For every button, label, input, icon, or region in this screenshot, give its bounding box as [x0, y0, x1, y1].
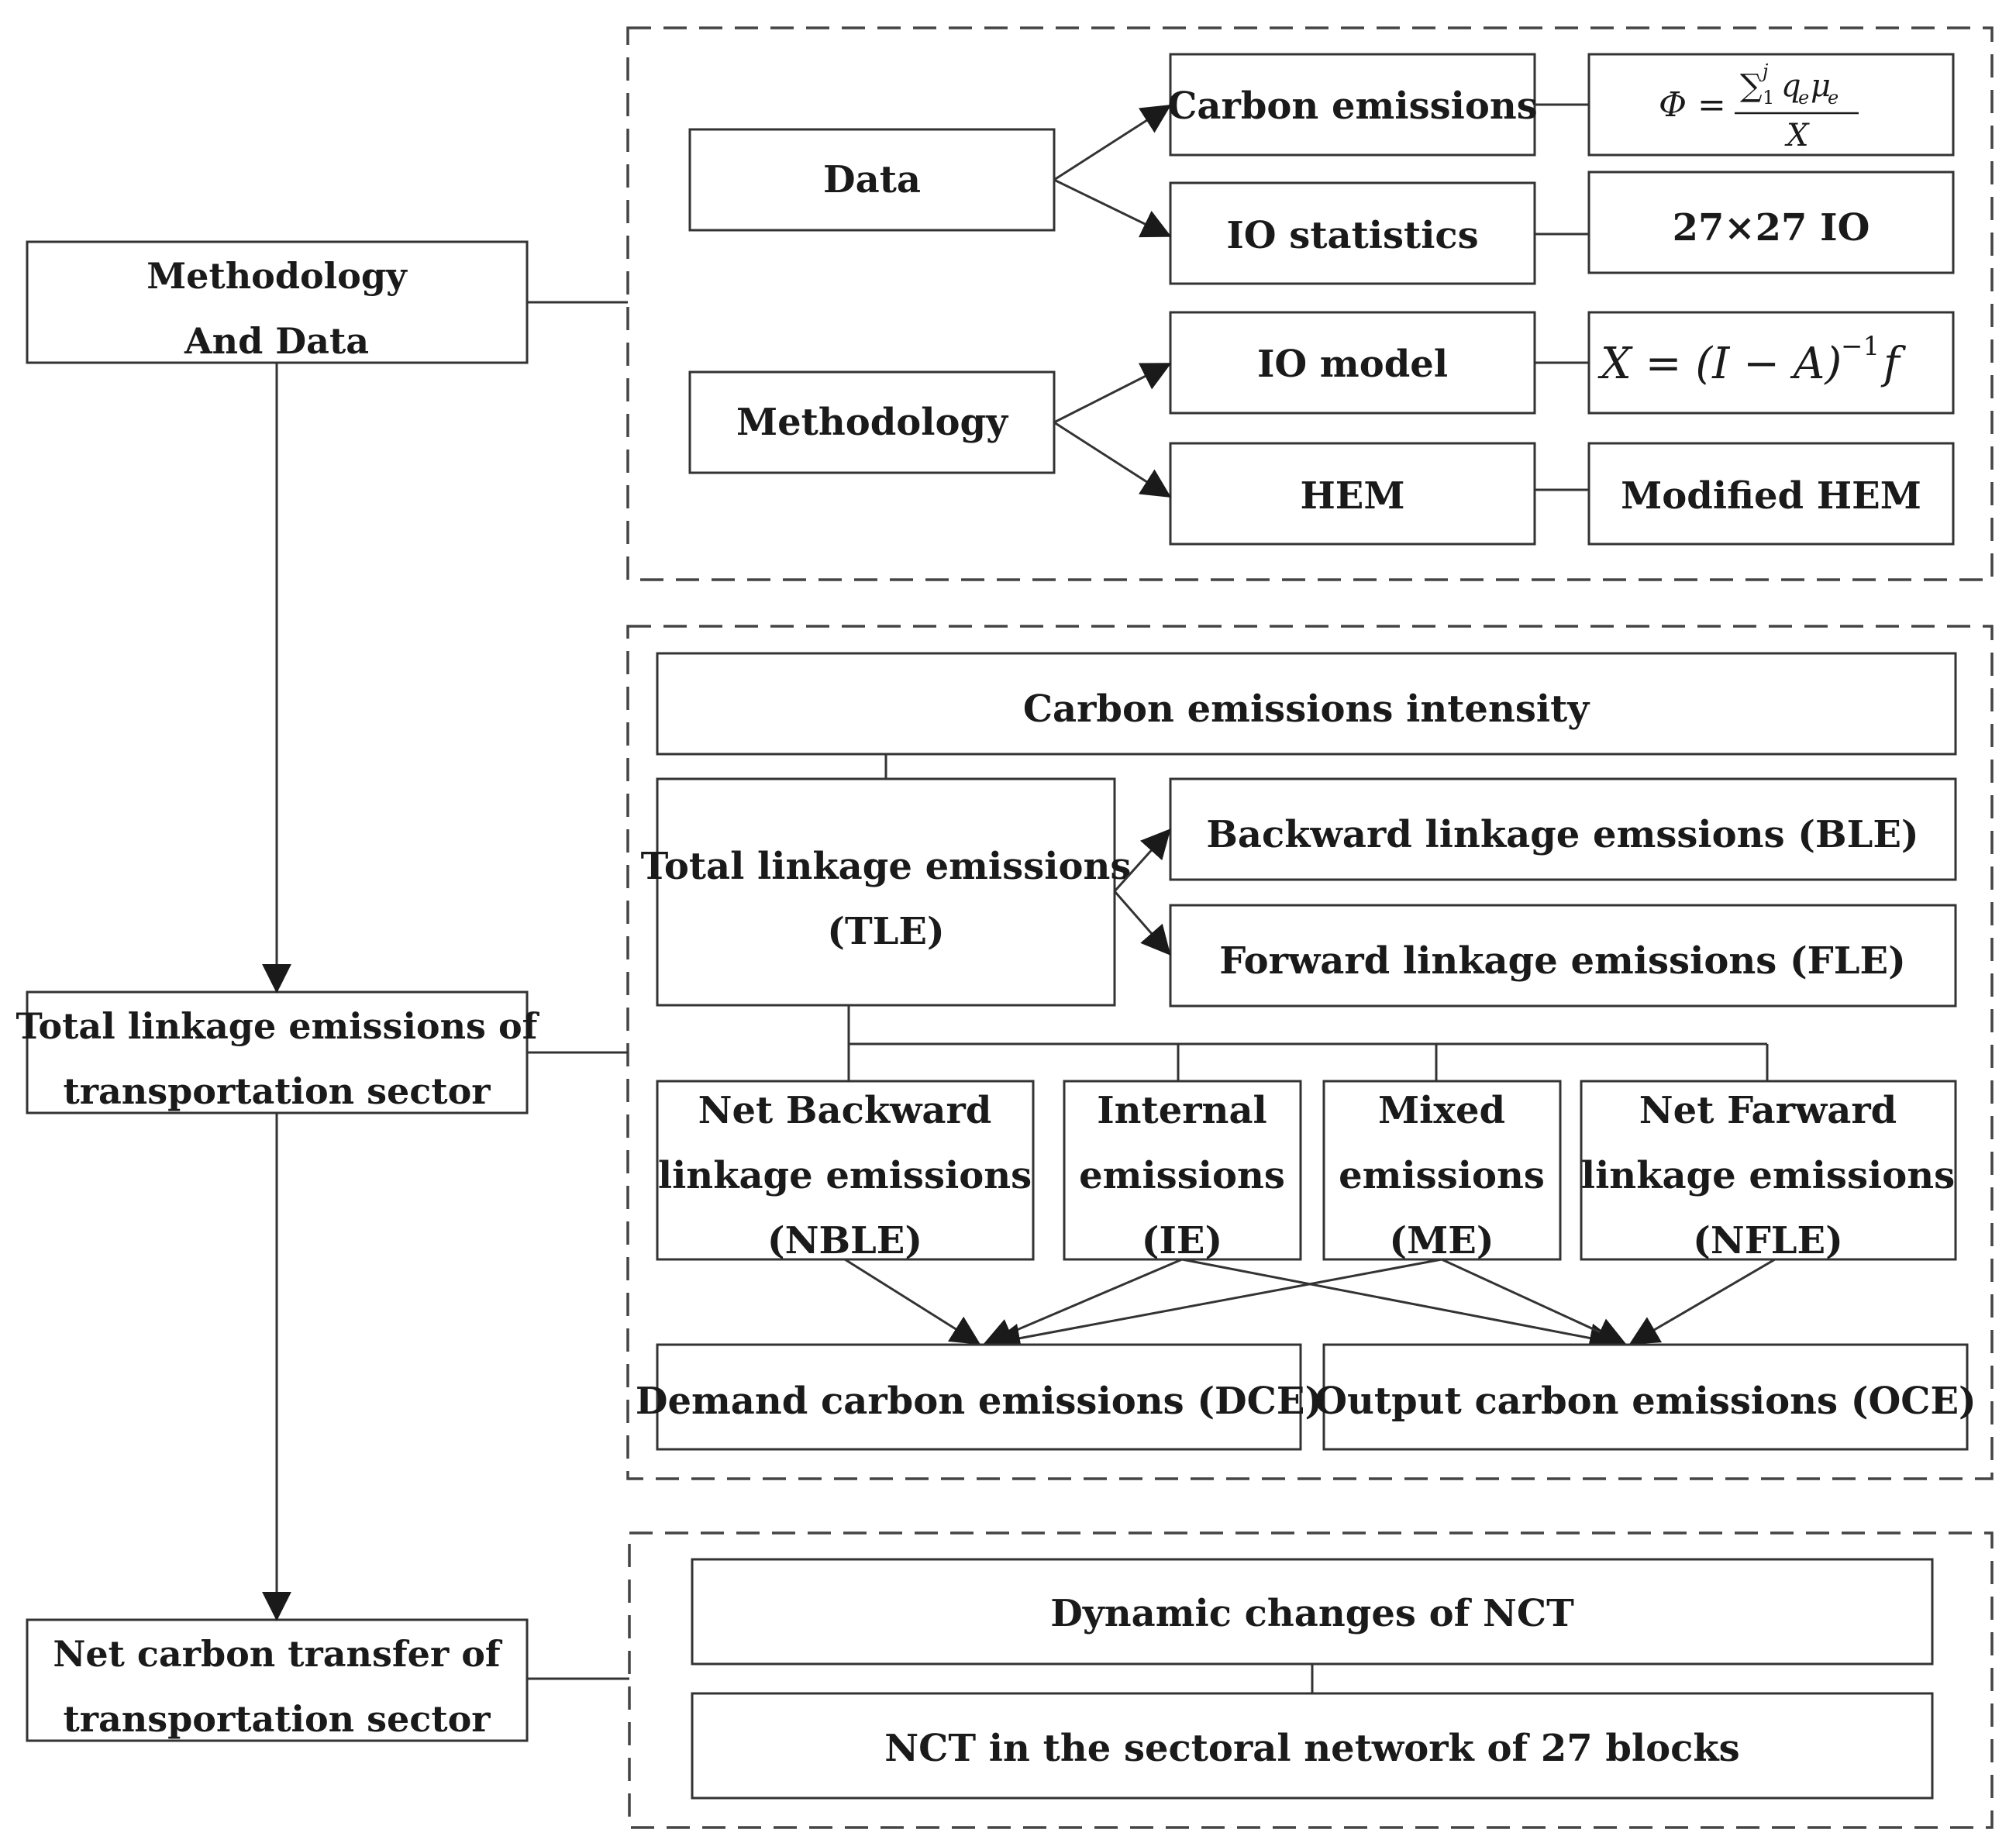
nfle-line2: linkage emissions: [1581, 1154, 1955, 1197]
nfle-line1: Net Farward: [1639, 1089, 1897, 1132]
methodology-data-panel: [626, 26, 1994, 581]
io-model-box: [1169, 311, 1536, 415]
net-carbon-transfer-panel: [628, 1531, 1994, 1829]
formula-phi-mu-sub: e: [1828, 87, 1839, 109]
dce-box: [656, 1343, 1302, 1451]
fle-box: [1169, 904, 1957, 1008]
nble-line1: Net Backward: [698, 1089, 992, 1132]
arrow-tle-to-fle: [1113, 890, 1171, 956]
formula-phi-lhs: Φ =: [1659, 85, 1726, 125]
formula-x-sup: −1: [1841, 331, 1880, 362]
carbon-emissions-box: [1169, 53, 1536, 157]
ie-line3: (IE): [1142, 1219, 1222, 1263]
formula-x-expr: X = (I − A): [1597, 339, 1842, 389]
arrow-data-to-carbon: [1053, 104, 1172, 181]
total-linkage-transport-line2: transportation sector: [64, 1070, 491, 1112]
tle-line1: Total linkage emissions: [641, 845, 1132, 888]
sectoral-network-label: NCT in the sectoral network of 27 blocks: [884, 1727, 1739, 1770]
methodology-label: Methodology: [736, 401, 1009, 444]
modified-hem-box: [1587, 442, 1955, 546]
carbon-emissions-label: Carbon emissions: [1167, 84, 1538, 128]
formula-phi: Φ = ∑ 1 j q e μ e X: [1659, 60, 1859, 153]
tle-line2: (TLE): [827, 910, 944, 953]
io-model-label: IO model: [1257, 343, 1448, 386]
methodology-and-data-box: [26, 240, 529, 364]
io-statistics-label: IO statistics: [1226, 214, 1478, 257]
data-label: Data: [823, 158, 921, 202]
hem-label: HEM: [1300, 474, 1404, 518]
nble-line3: (NBLE): [767, 1219, 922, 1263]
formula-x-box: [1587, 311, 1955, 415]
net-carbon-transfer-line2: transportation sector: [64, 1698, 491, 1740]
formula-x: X = (I − A) −1 f: [1597, 331, 1907, 389]
modified-hem-label: Modified HEM: [1621, 474, 1921, 518]
formula-phi-sum-sub: 1: [1763, 87, 1774, 109]
tle-box: [656, 777, 1116, 1007]
me-line3: (ME): [1389, 1219, 1494, 1263]
arrow-nfle-to-oce: [1628, 1258, 1776, 1345]
net-carbon-transfer-box: [26, 1618, 529, 1742]
me-box: [1322, 1080, 1562, 1261]
arrow-me-to-dce: [991, 1258, 1442, 1353]
nfle-box: [1580, 1080, 1957, 1261]
arrow-methodology-to-hem: [1053, 421, 1172, 498]
arrow-data-to-io-statistics: [1053, 178, 1172, 238]
nfle-line3: (NFLE): [1693, 1219, 1843, 1263]
hem-box: [1169, 442, 1536, 546]
io-table-label: 27×27 IO: [1673, 206, 1870, 250]
sectoral-network-box: [691, 1692, 1934, 1800]
arrow-ie-to-dce: [983, 1258, 1183, 1347]
net-carbon-transfer-line1: Net carbon transfer of: [53, 1633, 503, 1675]
formula-phi-denominator: X: [1784, 118, 1810, 153]
arrow-tle-to-ble: [1113, 828, 1171, 893]
nble-line2: linkage emissions: [658, 1154, 1032, 1197]
io-table-box: [1587, 171, 1955, 274]
dce-label: Demand carbon emissions (DCE): [636, 1380, 1322, 1423]
ie-box: [1063, 1080, 1302, 1261]
me-line1: Mixed: [1378, 1089, 1505, 1132]
io-statistics-box: [1169, 181, 1536, 285]
formula-phi-q-sub: e: [1798, 87, 1809, 109]
ble-label: Backward linkage emssions (BLE): [1206, 813, 1918, 856]
methodology-and-data-line2: And Data: [184, 320, 369, 362]
formula-phi-q: q: [1781, 68, 1801, 104]
methodology-and-data-line1: Methodology: [146, 255, 408, 297]
intensity-box: [656, 652, 1957, 756]
oce-label: Output carbon emissions (OCE): [1315, 1380, 1976, 1423]
formula-phi-sum: ∑: [1740, 68, 1763, 104]
formula-phi-mu: μ: [1811, 68, 1831, 104]
nble-box: [656, 1080, 1035, 1261]
me-line2: emissions: [1339, 1154, 1545, 1197]
ble-box: [1169, 777, 1957, 881]
arrow-ie-to-oce: [1181, 1258, 1619, 1353]
arrow-methodology-to-io-model: [1053, 363, 1172, 424]
arrow-nble-to-dce: [844, 1258, 981, 1345]
dynamic-changes-box: [691, 1558, 1934, 1666]
oce-box: [1322, 1343, 1969, 1451]
formula-phi-box: [1587, 53, 1955, 157]
fle-label: Forward linkage emissions (FLE): [1219, 939, 1906, 983]
arrow-me-to-oce: [1441, 1258, 1627, 1345]
total-linkage-transport-line1: Total linkage emissions of: [16, 1005, 540, 1047]
ie-line1: Internal: [1097, 1089, 1267, 1132]
dynamic-changes-label: Dynamic changes of NCT: [1050, 1592, 1574, 1635]
intensity-label: Carbon emissions intensity: [1023, 687, 1590, 731]
ie-line2: emissions: [1079, 1154, 1285, 1197]
